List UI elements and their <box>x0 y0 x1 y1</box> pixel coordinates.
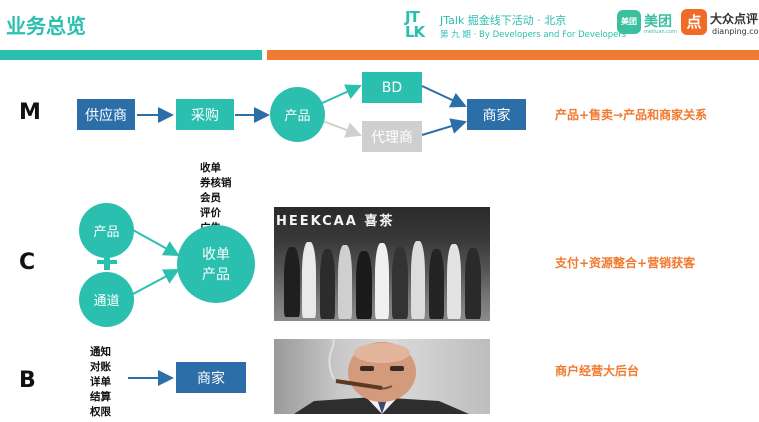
jtalk-logo: JT LK <box>405 10 435 42</box>
row-m-summary: 产品+售卖→产品和商家关系 <box>555 108 708 122</box>
jtalk-event-title: JTalk 掘金线下活动 · 北京 <box>440 14 567 27</box>
merchant-box-b: 商家 <box>176 362 246 393</box>
supplier-box: 供应商 <box>77 99 135 130</box>
meituan-logo-text: 美团 <box>644 14 672 30</box>
row-label-c: C <box>19 250 36 275</box>
dianping-logo-text: 大众点评 <box>710 12 759 26</box>
b-feature-item: 权限 <box>90 406 111 418</box>
store-sign-text: HEEKCAA 喜茶 <box>276 214 395 229</box>
header-divider-orange <box>267 50 759 60</box>
b-feature-item: 对账 <box>90 361 111 373</box>
merchant-box-m: 商家 <box>467 99 526 130</box>
c-feature-item: 券核销 <box>200 177 232 189</box>
channel-circle: 通道 <box>79 272 134 327</box>
purchase-box: 采购 <box>176 99 234 130</box>
acquiring-circle-line1: 收单 <box>202 247 230 263</box>
b-feature-item: 详单 <box>90 376 111 388</box>
c-feature-item: 评价 <box>200 207 221 219</box>
c-feature-item: 收单 <box>200 162 221 174</box>
agent-box: 代理商 <box>362 121 422 152</box>
row-c-summary: 支付+资源整合+营销获客 <box>555 256 696 270</box>
b-feature-item: 通知 <box>90 346 111 358</box>
header-divider-teal <box>0 50 262 60</box>
c-feature-item: 会员 <box>200 192 221 204</box>
dianping-logo-icon: 点 <box>681 9 707 35</box>
merchant-photo <box>274 339 490 414</box>
row-label-m: M <box>19 100 41 125</box>
dianping-logo-sub: dianping.com <box>712 27 759 36</box>
page-title: 业务总览 <box>6 14 86 38</box>
bd-box: BD <box>362 72 422 103</box>
channel-circle-label: 通道 <box>93 294 120 309</box>
product-circle-c-label: 产品 <box>93 225 120 240</box>
product-circle-m: 产品 <box>270 87 325 142</box>
merchant-portrait-illustration <box>294 339 469 414</box>
row-label-b: B <box>19 368 36 393</box>
row-b-summary: 商户经营大后台 <box>555 364 640 378</box>
product-circle-c: 产品 <box>79 203 134 258</box>
b-feature-item: 结算 <box>90 391 111 403</box>
acquiring-circle-line2: 产品 <box>202 267 230 283</box>
acquiring-product-circle: 收单 产品 <box>177 225 255 303</box>
jtalk-event-subtitle: 第 九 期 · By Developers and For Developers <box>440 30 627 40</box>
b-feature-list: 通知 对账 详单 结算 权限 <box>90 345 111 420</box>
store-crowd-photo: HEEKCAA 喜茶 <box>274 207 490 321</box>
product-circle-m-label: 产品 <box>284 109 311 124</box>
meituan-logo-icon: 美团 <box>617 10 641 34</box>
jtalk-logo-text: JT LK <box>405 8 425 41</box>
meituan-logo-sub: meituan.com <box>644 29 677 35</box>
